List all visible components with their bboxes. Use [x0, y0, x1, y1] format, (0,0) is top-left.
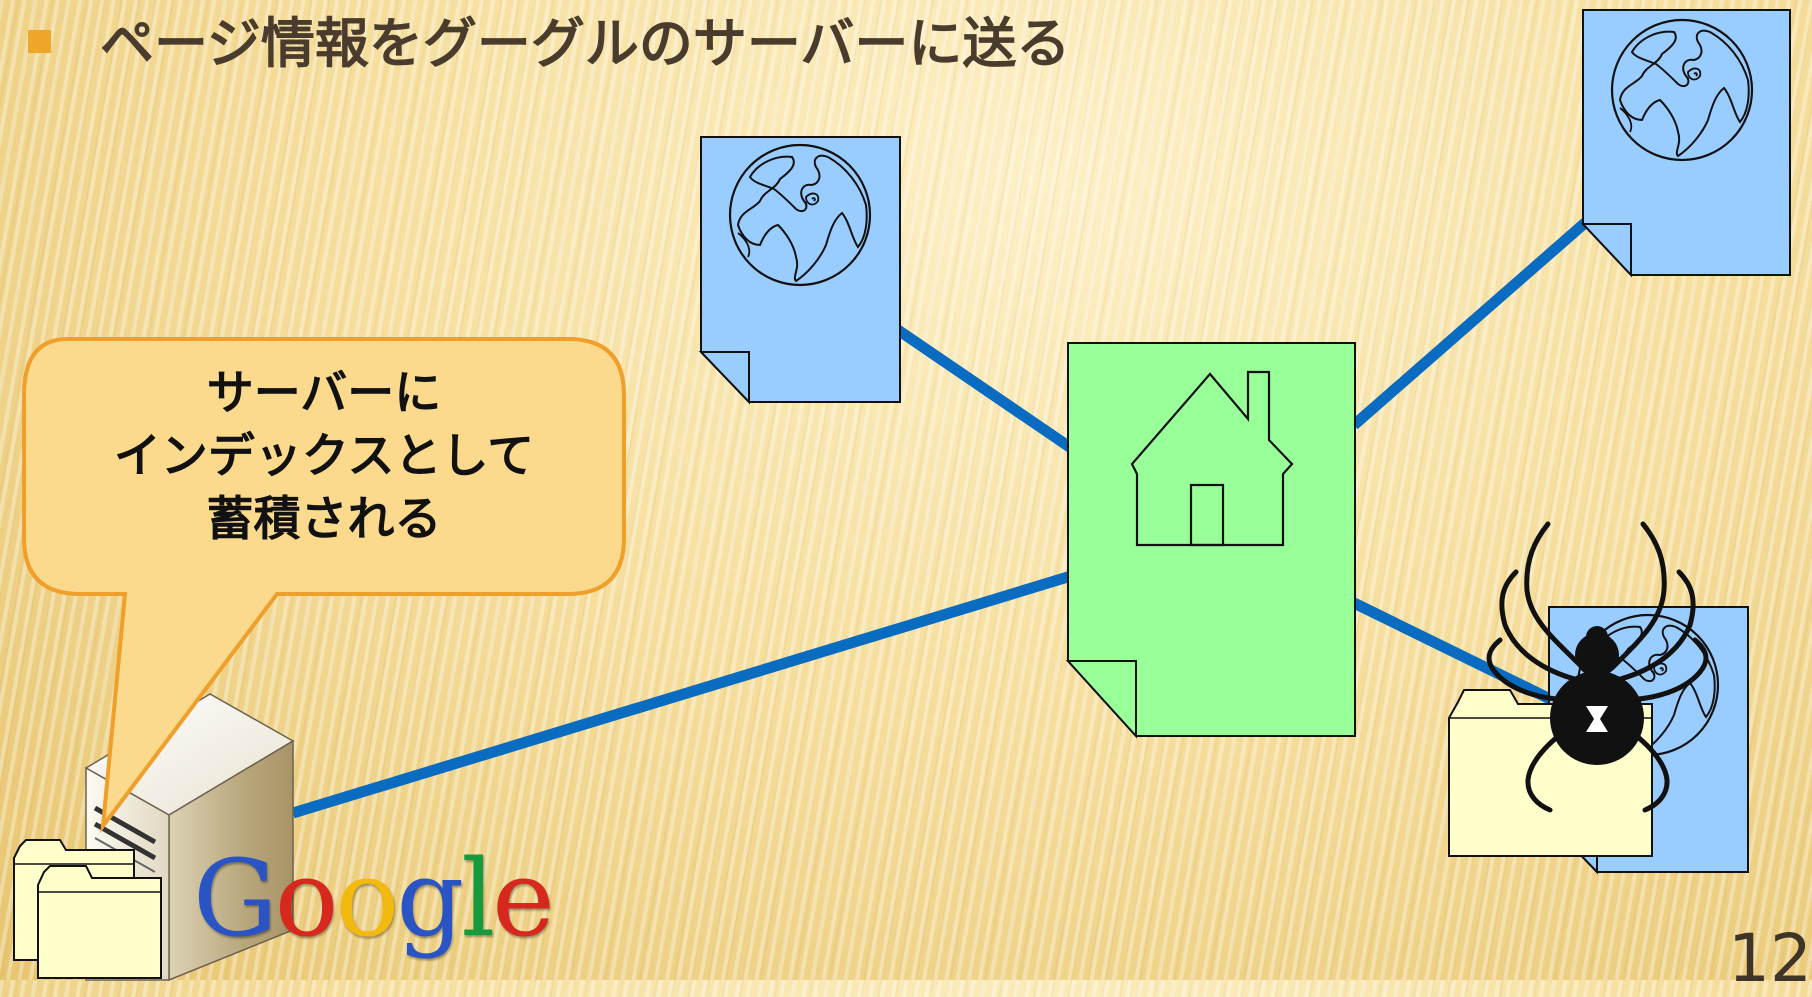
link-line-page-left — [894, 325, 1075, 453]
callout-line-1: サーバーに — [206, 366, 442, 421]
title-bullet-icon — [28, 30, 51, 53]
google-logo-letter: e — [492, 837, 555, 960]
google-logo-letter: G — [193, 837, 278, 960]
page-number: 12 — [1728, 920, 1812, 997]
home-page — [1065, 342, 1356, 739]
google-logo-letter: g — [396, 837, 464, 960]
folder-icon — [37, 865, 162, 979]
callout-text: サーバーに インデックスとして 蓄積される — [24, 370, 624, 559]
callout-line-3: 蓄積される — [206, 492, 442, 547]
callout-line-2: インデックスとして — [113, 429, 535, 484]
house-icon — [1130, 370, 1294, 547]
diagram — [13, 9, 1791, 982]
google-logo-letter: o — [335, 837, 400, 960]
web-page-left — [698, 136, 901, 405]
spider-icon — [1486, 521, 1709, 813]
google-logo-letter: l — [461, 837, 495, 960]
google-logo: Google — [193, 837, 555, 960]
link-line-server — [291, 570, 1073, 819]
slide: ページ情報をグーグルのサーバーに送る — [13, 9, 1812, 992]
link-line-page-top-right — [1350, 217, 1590, 430]
google-logo-letter: o — [274, 837, 339, 960]
slide-title: ページ情報をグーグルのサーバーに送る — [100, 12, 1071, 75]
callout-bubble — [22, 337, 626, 833]
link-line-page-spider — [1351, 598, 1555, 705]
web-page-top-right — [1580, 9, 1791, 278]
